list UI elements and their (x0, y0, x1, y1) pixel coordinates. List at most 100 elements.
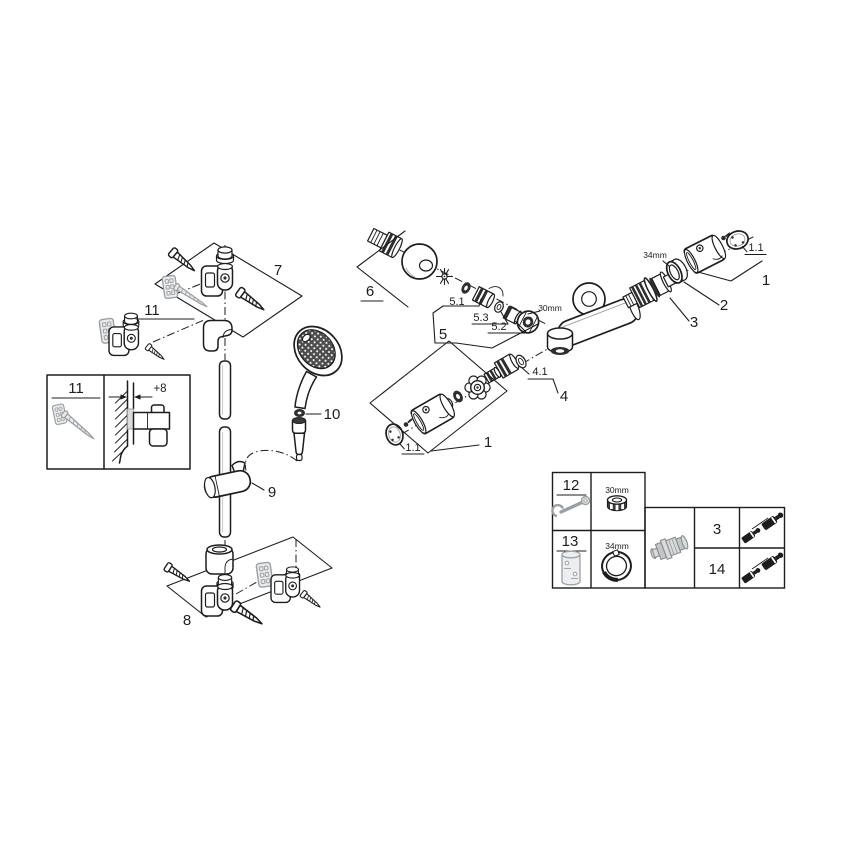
callout-5-2-label: 5.2 (491, 321, 506, 333)
bracket-screw-bottom-right (299, 589, 323, 611)
tool-12-label: 12 (563, 477, 580, 494)
rail-bracket-top (200, 262, 234, 297)
callout-1-1-top-label: 1.1 (748, 242, 763, 254)
callout-6-label: 6 (366, 283, 374, 300)
hex-nut-icon (606, 495, 628, 512)
check-valve (464, 375, 491, 400)
union-escutcheon (401, 243, 438, 280)
callout-frame-7 (154, 242, 303, 338)
inlet-adapter-bend (488, 286, 504, 297)
service-table: 12 30mm 13 34mm (551, 471, 786, 589)
union-escutcheon-shade (405, 267, 416, 278)
rail-assembly: 7 11 10 9 8 (98, 242, 343, 630)
glide-holder-bottom-detail (224, 558, 234, 574)
cap-screw-top (721, 232, 731, 241)
wall-escutcheon-hub (581, 291, 597, 307)
check-valve-stem (483, 366, 502, 384)
wall-break-line (118, 445, 129, 464)
callout-10-label: 10 (324, 406, 341, 423)
inlet-adapter (471, 286, 496, 309)
sleeve-bottom (410, 393, 456, 435)
size-34mm-label: 34mm (605, 541, 629, 551)
phantom-line-bracket-left (152, 319, 205, 343)
dim-30mm-leader (527, 310, 541, 315)
socket-tool-icon (561, 550, 581, 586)
dim-34mm-label: 34mm (643, 250, 667, 260)
ring-nut-34mm (665, 258, 688, 284)
cover-cap-top (726, 230, 749, 250)
cover-cap-bottom (385, 423, 404, 446)
callout-4-label: 4 (560, 388, 568, 405)
inlet-axis (371, 235, 549, 326)
slider-holder (203, 469, 252, 499)
callout-1-top-label: 1 (762, 272, 770, 289)
cartridge-icon (650, 535, 689, 561)
callout-1-1-bottom-label: 1.1 (405, 442, 420, 454)
hose-nut-top (292, 417, 306, 424)
union-nipple (366, 227, 403, 259)
spline-symbol (435, 267, 454, 286)
inlet-seal-dark (461, 282, 471, 294)
outlet-elbow (493, 353, 520, 379)
callout-5-3-label: 5.3 (473, 312, 488, 324)
callout-11-label: 11 (144, 302, 160, 319)
rail-bracket-bottom-right (270, 571, 301, 604)
handshower-handle (294, 370, 318, 410)
callout-3-leader (669, 297, 690, 322)
callout-7-label: 7 (274, 262, 282, 279)
callout-5-3-leader (500, 311, 509, 325)
phantom-line-bracket-bottom (235, 578, 263, 595)
callout-1-bottom-leader (430, 444, 480, 452)
callout-5-label: 5 (439, 326, 447, 343)
detail-box-11-label: 11 (68, 380, 84, 397)
callout-2-leader (683, 281, 720, 306)
callout-5-1-label: 5.1 (449, 296, 464, 308)
plug-sleeve-section (127, 408, 134, 430)
callout-1-top-bracket (697, 260, 763, 282)
callout-5-bracket-right (455, 323, 539, 349)
glide-holder-bottom-hole (211, 546, 228, 553)
rail-bracket-bottom (200, 582, 234, 617)
inlet-oring (494, 301, 504, 313)
dim-34mm-leader (662, 260, 670, 267)
open-end-wrench-icon (551, 495, 591, 518)
callout-9-leader (251, 482, 265, 491)
bracket-screw-left (144, 342, 167, 363)
callout-frame-8 (166, 536, 333, 618)
callout-2-label: 2 (720, 297, 728, 314)
callout-1-1-top-leader (741, 245, 748, 253)
hose-cone (293, 432, 306, 456)
handshower-seal-hole (297, 411, 302, 415)
dimension-plus8-label: +8 (153, 383, 166, 395)
dim-arrow-left-head (120, 394, 127, 400)
mixer-outlet (546, 327, 574, 355)
bracket-screw-top-right (234, 286, 268, 315)
spare-3-label: 3 (713, 521, 721, 538)
shower-rail-upper (218, 360, 232, 420)
outlet-seal-dark (453, 390, 463, 403)
callout-9-label: 9 (268, 484, 276, 501)
union-escutcheon-hub (418, 259, 434, 272)
bracket-section-body (148, 428, 168, 447)
callout-5-1-leader (478, 298, 482, 307)
callout-4-1-label: 4.1 (532, 366, 547, 378)
spare-14-label: 14 (709, 561, 726, 578)
callout-1-1-bottom-leader (399, 443, 405, 450)
mixer-assembly: 6 5.1 5.3 5.2 5 30mm 34mm 3 2 1 1.1 4.1 … (356, 227, 770, 455)
grease-set-icon-row-14 (741, 550, 786, 584)
handshower-head (293, 325, 343, 377)
callout-4-1-leader (520, 366, 530, 375)
thermostatic-cartridge (622, 271, 677, 309)
sleeve-top (683, 234, 727, 274)
bracket-screw-top-left (167, 246, 199, 276)
callout-5-bracket-left (432, 305, 444, 344)
bracket-section-arm (132, 411, 171, 430)
outlet-oring (515, 354, 527, 369)
shower-hose-phantom (244, 449, 298, 471)
grease-set-icon-row-3 (741, 510, 786, 544)
glide-holder-top-detail (222, 329, 232, 338)
callout-1-bottom-label: 1 (484, 434, 492, 451)
bracket-knob-top (215, 246, 235, 265)
callout-frame-6 (356, 230, 409, 308)
